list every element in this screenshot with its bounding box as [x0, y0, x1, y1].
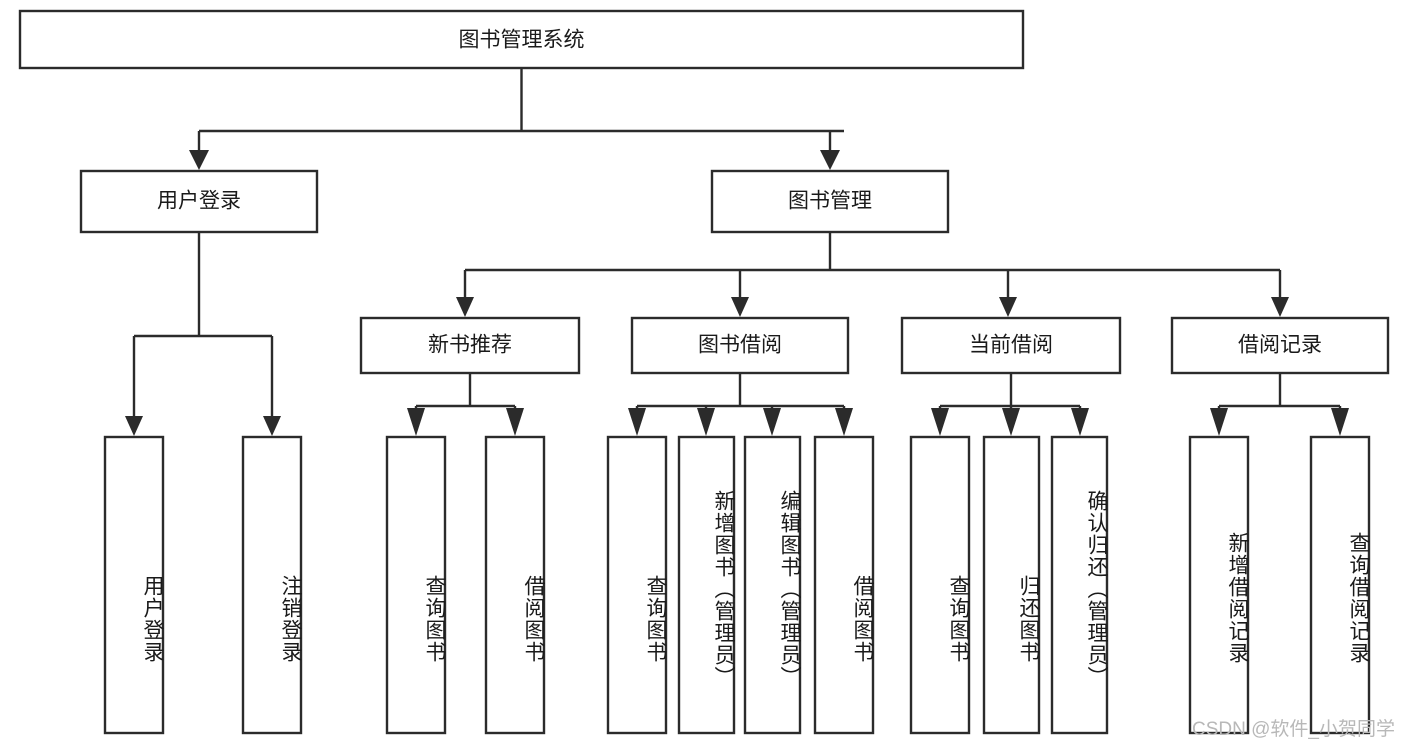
arrow-head-user-leaf2 — [263, 416, 281, 436]
node-book-borrow-box[interactable] — [630, 316, 850, 375]
leaf-box-query-book-3[interactable] — [909, 435, 971, 735]
node-user-login[interactable]: 用户登录 — [79, 169, 319, 234]
arrow-head-current-l3 — [1071, 408, 1089, 436]
leaf-box-query-book-1[interactable] — [385, 435, 447, 735]
connector-group-new-book — [407, 373, 524, 436]
arrow-head-book-c3 — [999, 297, 1017, 317]
node-book-manage-label: 图书管理 — [788, 190, 872, 213]
leaf-box-query-book-2[interactable] — [606, 435, 668, 735]
node-root-label: 图书管理系统 — [459, 29, 585, 52]
node-book-borrow-label: 图书借阅 — [698, 334, 782, 357]
connector-group-user-login — [125, 232, 281, 436]
node-new-book-recommend[interactable]: 新书推荐 — [359, 316, 581, 375]
leaf-box-borrow-book-1[interactable] — [484, 435, 546, 735]
node-new-book-recommend-label: 新书推荐 — [428, 334, 512, 357]
node-book-borrow[interactable]: 图书借阅 — [630, 316, 850, 375]
node-borrow-record-box[interactable] — [1170, 316, 1390, 375]
arrow-head-current-l1 — [931, 408, 949, 436]
arrow-head-current-l2 — [1002, 408, 1020, 436]
arrow-head-borrow-l2 — [697, 408, 715, 436]
node-borrow-record[interactable]: 借阅记录 — [1170, 316, 1390, 375]
arrow-head-root-to-user — [189, 150, 209, 170]
arrow-head-root-to-book — [820, 150, 840, 170]
arrow-head-record-l2 — [1331, 408, 1349, 436]
arrow-head-user-leaf1 — [125, 416, 143, 436]
arrow-head-borrow-l4 — [835, 408, 853, 436]
node-current-borrow-box[interactable] — [900, 316, 1122, 375]
connector-group-book-borrow — [628, 373, 853, 436]
connector-group-borrow-record — [1210, 373, 1349, 436]
leaf-box-borrow-book-2[interactable] — [813, 435, 875, 735]
arrow-head-borrow-l3 — [763, 408, 781, 436]
node-current-borrow[interactable]: 当前借阅 — [900, 316, 1122, 375]
leaf-box-edit-book-admin[interactable] — [743, 435, 802, 735]
leaf-box-logout[interactable] — [241, 435, 303, 735]
leaf-box-add-borrow-record[interactable] — [1188, 435, 1250, 735]
node-current-borrow-label: 当前借阅 — [969, 334, 1053, 357]
connector-group-root — [189, 68, 844, 170]
node-borrow-record-label: 借阅记录 — [1238, 334, 1322, 357]
arrow-head-book-c2 — [731, 297, 749, 317]
leaf-box-return-book[interactable] — [982, 435, 1041, 735]
arrow-head-record-l1 — [1210, 408, 1228, 436]
connector-group-book-manage — [456, 232, 1289, 317]
arrow-head-borrow-l1 — [628, 408, 646, 436]
node-book-manage[interactable]: 图书管理 — [710, 169, 950, 234]
csdn-watermark: CSDN @软件_小贺同学 — [1192, 719, 1395, 740]
arrow-head-book-c4 — [1271, 297, 1289, 317]
arrow-head-newbook-l1 — [407, 408, 425, 436]
leaf-box-add-book-admin[interactable] — [677, 435, 736, 735]
node-user-login-box[interactable] — [79, 169, 319, 234]
arrow-head-book-c1 — [456, 297, 474, 317]
node-root[interactable]: 图书管理系统 — [18, 9, 1025, 70]
leaf-box-confirm-return-admin[interactable] — [1050, 435, 1109, 735]
arrow-head-newbook-l2 — [506, 408, 524, 436]
node-new-book-recommend-box[interactable] — [359, 316, 581, 375]
leaf-box-user-login[interactable] — [103, 435, 165, 735]
connector-group-current-borrow — [931, 373, 1089, 436]
node-book-manage-box[interactable] — [710, 169, 950, 234]
node-user-login-label: 用户登录 — [157, 190, 241, 213]
node-root-box[interactable] — [18, 9, 1025, 70]
leaf-box-group — [103, 435, 1371, 735]
leaf-box-query-borrow-record[interactable] — [1309, 435, 1371, 735]
